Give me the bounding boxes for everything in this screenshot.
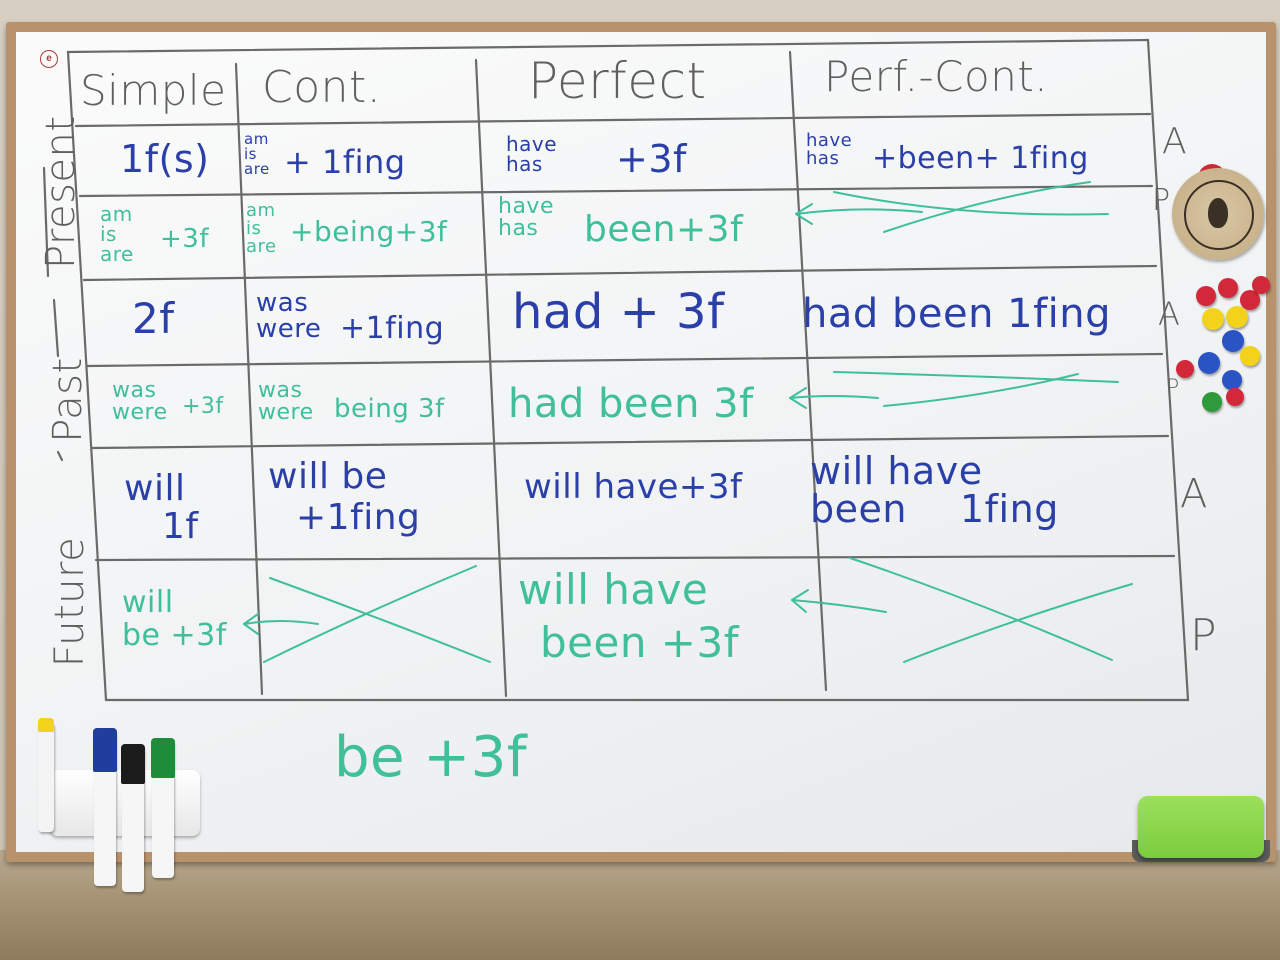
present-simple-passive-aux: am is are bbox=[100, 202, 134, 266]
active-letter-future: A bbox=[1180, 471, 1208, 517]
header-perfect: Perfect bbox=[528, 52, 707, 110]
present-perfect-passive-rest: been+3f bbox=[584, 209, 744, 250]
passive-letter-future: P bbox=[1190, 610, 1218, 661]
magnet-yellow[interactable] bbox=[1226, 306, 1248, 328]
present-perfect-active-rest: +3f bbox=[616, 137, 687, 181]
magnet-red[interactable] bbox=[1226, 388, 1244, 406]
marker-yellow-cap bbox=[38, 718, 54, 732]
whiteboard-eraser[interactable] bbox=[1138, 796, 1264, 858]
magnet-blue[interactable] bbox=[1222, 370, 1242, 390]
magnet-red[interactable] bbox=[1176, 360, 1194, 378]
marker-green-cap bbox=[151, 738, 175, 778]
past-cont-passive-rest: being 3f bbox=[334, 394, 445, 424]
crossout-future-perfcont-passive-b bbox=[903, 583, 1133, 663]
magnet-yellow[interactable] bbox=[1240, 346, 1260, 366]
marker-ledge bbox=[0, 850, 1280, 960]
future-cont-active: will be +1fing bbox=[268, 456, 421, 539]
present-cont-passive-rest: +being+3f bbox=[290, 215, 448, 248]
past-perfect-passive: had been 3f bbox=[508, 381, 754, 427]
beer-coaster[interactable] bbox=[1172, 168, 1264, 260]
past-simple-passive-aux: was were bbox=[112, 378, 168, 425]
marker-yellow-body[interactable] bbox=[38, 722, 54, 832]
crossout-past-perfcont-passive-a bbox=[833, 371, 1119, 383]
past-simple-passive-rest: +3f bbox=[182, 394, 224, 419]
active-letter-past: A bbox=[1158, 295, 1181, 333]
passive-letter-present: P bbox=[1152, 183, 1171, 218]
header-perfect-continuous: Perf.-Cont. bbox=[824, 52, 1049, 101]
crossout-future-cont-passive-a bbox=[269, 577, 491, 663]
present-perfcont-active-aux: have has bbox=[806, 130, 853, 169]
brand-logo: e bbox=[40, 50, 58, 68]
marker-blue-cap bbox=[93, 728, 117, 772]
future-simple-active: will 1f bbox=[124, 468, 199, 547]
past-perfcont-active: had been 1fing bbox=[802, 291, 1112, 337]
passive-letter-past: P bbox=[1166, 376, 1180, 401]
active-letter-present: A bbox=[1162, 121, 1188, 162]
footer-note: be +3f bbox=[334, 725, 528, 790]
magnet-red[interactable] bbox=[1196, 286, 1216, 306]
magnet-red[interactable] bbox=[1252, 276, 1270, 294]
present-perfect-passive-aux: have has bbox=[498, 194, 554, 241]
whiteboard-frame: e bbox=[6, 22, 1276, 862]
past-simple-active: 2f bbox=[132, 294, 175, 343]
present-simple-passive-rest: +3f bbox=[160, 224, 209, 254]
marker-black-cap bbox=[121, 744, 145, 784]
side-label-future: Future bbox=[47, 536, 93, 668]
crossout-past-perfcont-passive-b bbox=[883, 373, 1079, 407]
past-perfect-active: had + 3f bbox=[512, 284, 725, 340]
side-label-past: Past bbox=[45, 357, 91, 443]
magnet-yellow[interactable] bbox=[1202, 308, 1224, 330]
crossout-present-perfcont-passive-a bbox=[833, 191, 1109, 216]
future-perfect-active: will have+3f bbox=[524, 467, 743, 507]
crossout-present-perfcont-passive-b bbox=[883, 181, 1091, 233]
hop-cone-icon bbox=[1208, 198, 1228, 228]
present-cont-active-rest: + 1fing bbox=[284, 143, 406, 181]
future-perfcont-active: will have been 1fing bbox=[810, 449, 1059, 531]
crossout-future-perfcont-passive-a bbox=[849, 557, 1113, 661]
future-perfect-passive: will have been +3f bbox=[518, 565, 740, 667]
magnet-red[interactable] bbox=[1240, 290, 1260, 310]
present-perfect-active-aux: have has bbox=[506, 132, 558, 176]
side-label-present: Present bbox=[38, 115, 84, 269]
present-cont-active-aux: am is are bbox=[244, 130, 270, 178]
header-continuous: Cont. bbox=[262, 62, 382, 113]
past-cont-passive-aux: was were bbox=[258, 378, 314, 425]
crossout-future-cont-passive-b bbox=[263, 565, 477, 663]
coaster-ring bbox=[1184, 180, 1254, 250]
present-perfcont-active-rest: +been+ 1fing bbox=[872, 141, 1089, 176]
past-cont-active-aux: was were bbox=[256, 288, 322, 344]
present-cont-passive-aux: am is are bbox=[246, 200, 277, 257]
magnet-red[interactable] bbox=[1218, 278, 1238, 298]
future-simple-passive: will be +3f bbox=[122, 585, 227, 653]
magnet-blue[interactable] bbox=[1198, 352, 1220, 374]
header-simple: Simple bbox=[80, 66, 227, 115]
magnet-blue[interactable] bbox=[1222, 330, 1244, 352]
magnet-green[interactable] bbox=[1202, 392, 1222, 412]
past-cont-active-rest: +1fing bbox=[340, 311, 445, 346]
present-simple-active: 1f(s) bbox=[120, 137, 210, 181]
